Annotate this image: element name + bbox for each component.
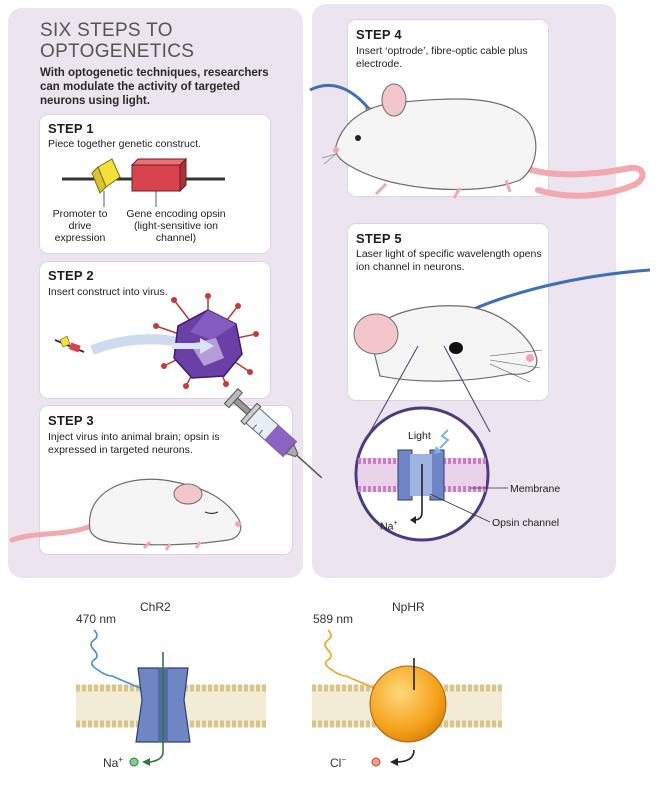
intro-text: With optogenetic techniques, researchers… — [40, 67, 269, 107]
nphr-name: NpHR — [392, 600, 425, 614]
genetic-construct-diagram — [62, 157, 225, 207]
promoter-label: Promoter to drive expression — [52, 208, 108, 244]
chr2-name: ChR2 — [140, 600, 171, 614]
nphr-light-wave — [324, 629, 375, 689]
mouse-with-optrode-illustration — [309, 83, 646, 199]
chr2-wavelength: 470 nm — [76, 612, 117, 626]
title-line-2: OPTOGENETICS — [40, 41, 195, 62]
opsin-channel-shape — [397, 449, 445, 501]
step-1-desc: Piece together genetic construct. — [48, 138, 201, 150]
sleeping-mouse-illustration — [9, 478, 242, 551]
step-5-title: STEP 5 — [356, 231, 402, 246]
inset-leader-lines — [429, 487, 508, 523]
light-label: Light — [408, 430, 431, 442]
virus-diagram — [54, 293, 259, 389]
chr2-light-wave — [90, 629, 141, 689]
small-construct — [54, 335, 85, 353]
nphr-wavelength: 589 nm — [313, 612, 354, 626]
chr2-diagram — [76, 629, 266, 767]
step-2-title: STEP 2 — [48, 268, 94, 283]
step-5-desc: Laser light of specific wavelength opens… — [356, 248, 542, 273]
nphr-ion-label: Cl− — [330, 755, 347, 770]
gene-label: Gene encoding opsin (light-sensitive ion… — [126, 208, 226, 244]
step-3-title: STEP 3 — [48, 413, 94, 428]
mouse-head-laser-illustration — [353, 268, 651, 433]
title-line-1: SIX STEPS TO — [40, 20, 173, 41]
opsin-channel-label: Opsin channel — [492, 517, 560, 529]
membrane-label: Membrane — [510, 483, 561, 495]
nphr-diagram — [312, 629, 502, 767]
step-3-desc: Inject virus into animal brain; opsin is… — [48, 431, 220, 456]
step-4-title: STEP 4 — [356, 27, 402, 42]
ion-channel-inset — [354, 406, 490, 542]
step-4-desc: Insert ‘optrode’, fibre-optic cable plus… — [356, 45, 528, 70]
step-2-desc: Insert construct into virus. — [48, 286, 168, 298]
gene-block — [130, 157, 188, 193]
syringe-icon — [223, 388, 323, 479]
promoter-block — [91, 158, 121, 194]
step-1-title: STEP 1 — [48, 121, 94, 136]
chr2-ion-label: Na+ — [103, 755, 124, 770]
ion-label: Na+ — [380, 520, 398, 533]
nphr-pump — [369, 665, 447, 743]
